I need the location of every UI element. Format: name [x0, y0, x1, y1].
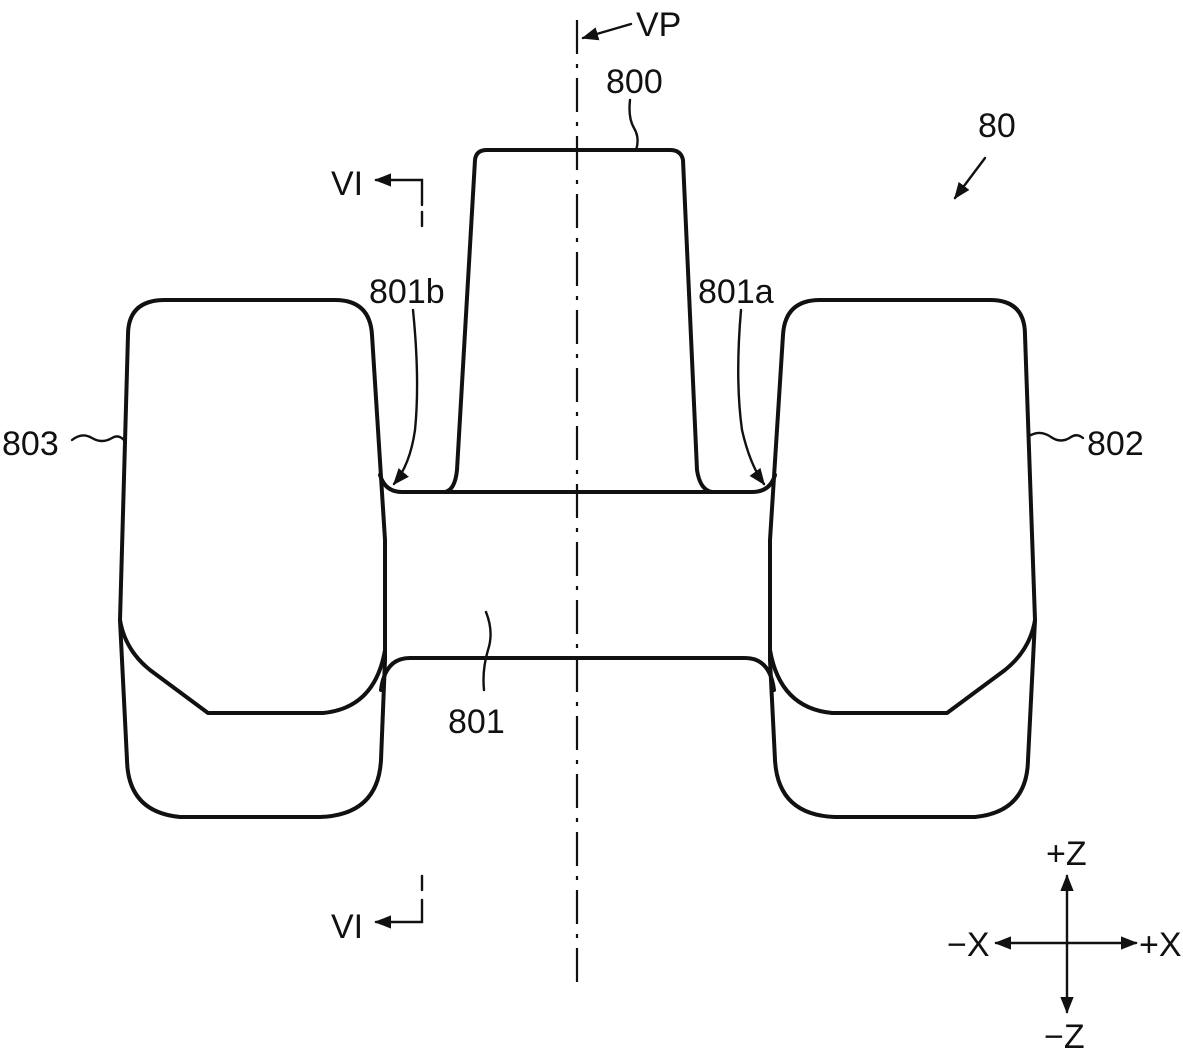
- right-block-outline: [768, 298, 1037, 819]
- left-block-label: 803: [2, 425, 59, 463]
- edge-left-label: 801b: [369, 273, 445, 311]
- right-block-label: 802: [1087, 425, 1144, 463]
- edge-right-label: 801a: [698, 273, 774, 311]
- ref-80-arrow: [953, 156, 987, 200]
- left-block-outline: [118, 298, 387, 819]
- edge-right-arrow: [737, 308, 766, 486]
- axis-plus-z-label: +Z: [1046, 835, 1087, 873]
- bridge-top-edge: [378, 473, 777, 494]
- section-label-top: VI: [331, 165, 363, 203]
- right-block-leader: [1029, 431, 1085, 442]
- bridge-leader: [482, 610, 492, 692]
- left-block-bottom-face: [118, 618, 387, 715]
- reference-numeral: 80: [978, 107, 1016, 145]
- tongue-leader: [628, 98, 639, 152]
- axis-minus-z-label: −Z: [1044, 1018, 1085, 1056]
- section-arrow-top: [374, 173, 424, 207]
- edge-left-arrow: [392, 308, 419, 486]
- bridge-bottom-edge: [379, 656, 776, 692]
- section-arrow-bottom: [374, 898, 424, 929]
- plane-label: VP: [636, 6, 681, 44]
- axis-plus-x-label: +X: [1139, 926, 1182, 964]
- tongue-label: 800: [606, 63, 663, 101]
- bridge-label: 801: [448, 703, 505, 741]
- vp-leader-arrow: [581, 22, 633, 41]
- left-block-leader: [70, 434, 126, 443]
- section-label-bottom: VI: [331, 908, 363, 946]
- axis-minus-x-label: −X: [947, 926, 990, 964]
- right-block-bottom-face: [768, 618, 1037, 715]
- tongue-outline: [443, 148, 714, 494]
